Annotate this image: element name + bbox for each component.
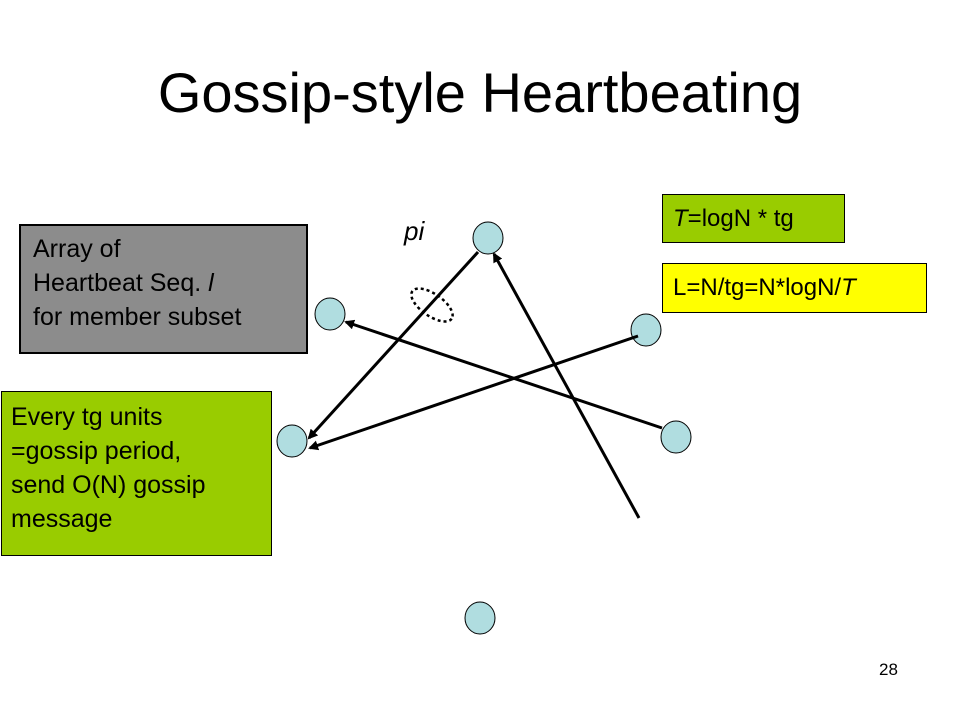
arrow-bottom-to-top <box>492 252 641 519</box>
array-italic-l: l <box>208 269 214 297</box>
node-right-upper <box>630 313 662 347</box>
pi-label: pi <box>404 216 425 246</box>
t-formula-box: T=logN * tg <box>662 194 845 243</box>
every-line-2: =gossip period, <box>11 437 182 465</box>
array-line-2: Heartbeat Seq. l <box>33 266 294 300</box>
array-line-1: Array of <box>33 235 121 263</box>
node-top <box>472 221 504 255</box>
arrow-right-upper-to-left-lower <box>308 334 639 451</box>
arrow-top-to-left-lower <box>307 250 480 440</box>
gossip-period-box: Every tg units =gossip period, send O(N)… <box>1 391 272 556</box>
node-left-lower <box>276 424 308 458</box>
heartbeat-array-box: Array of Heartbeat Seq. l for member sub… <box>19 224 308 354</box>
node-left-upper <box>314 297 346 331</box>
page-number: 28 <box>879 660 898 679</box>
node-bottom <box>464 601 496 635</box>
l-formula-text: L=N/tg=N*logN/ <box>673 274 842 301</box>
every-line-3: send O(N) gossip <box>11 471 206 499</box>
array-line-3: for member subset <box>33 303 242 331</box>
t-formula-italic: T <box>673 205 688 232</box>
page-title: Gossip-style Heartbeating <box>157 61 803 124</box>
l-formula-italic-t: T <box>841 274 856 301</box>
t-formula-rest: =logN * tg <box>687 205 794 232</box>
node-right-lower <box>660 420 692 454</box>
array-line-2-text: Heartbeat Seq. <box>33 269 209 297</box>
every-line-1: Every tg units <box>11 403 163 431</box>
l-formula-box: L=N/tg=N*logN/T <box>662 263 927 313</box>
every-line-4: message <box>11 505 113 533</box>
arrow-right-lower-to-left-upper <box>344 319 663 430</box>
